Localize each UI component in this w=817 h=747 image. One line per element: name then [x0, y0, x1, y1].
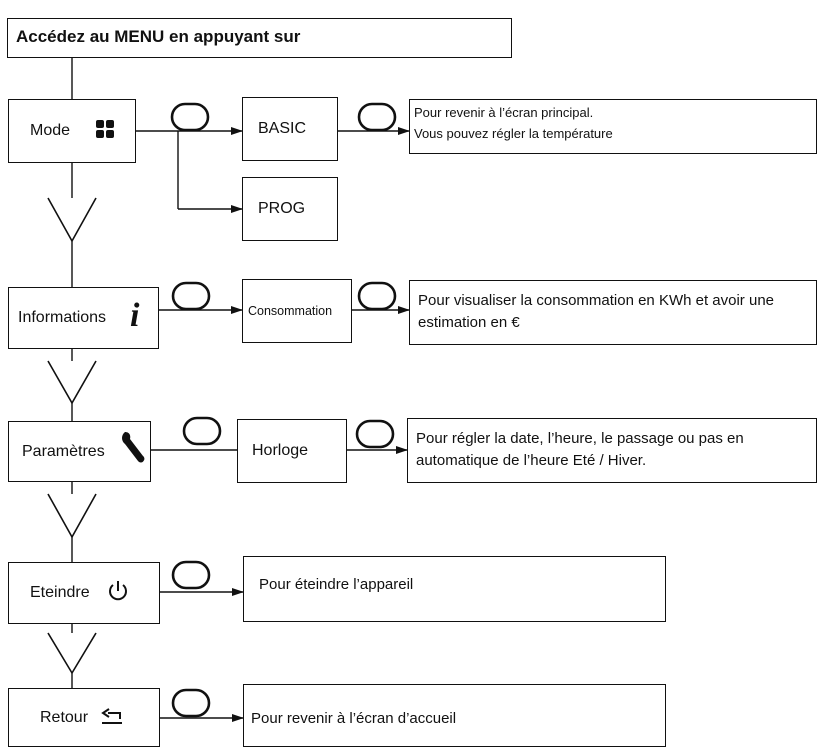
- retour-label: Retour: [40, 709, 89, 726]
- eteindre-description: Pour éteindre l’appareil: [259, 576, 414, 593]
- horloge-label: Horloge: [252, 442, 309, 459]
- parametres-box[interactable]: [8, 421, 151, 482]
- mode-box[interactable]: [8, 99, 136, 163]
- retour-description: Pour revenir à l’écran d’accueil: [251, 710, 457, 727]
- menu-title: Accédez au MENU en appuyant sur: [16, 27, 301, 46]
- basic-description-line2: Vous pouvez régler la température: [414, 126, 613, 141]
- informations-label: Informations: [18, 309, 107, 326]
- eteindre-label: Eteindre: [30, 584, 90, 601]
- basic-description-line1: Pour revenir à l’écran principal.: [414, 105, 594, 120]
- chevron-down-icon: [47, 360, 97, 405]
- basic-box[interactable]: [242, 97, 338, 161]
- parametres-label: Paramètres: [22, 443, 105, 460]
- consommation-label: Consommation: [248, 304, 333, 318]
- chevron-down-icon: [47, 493, 97, 539]
- return-icon: [101, 708, 122, 724]
- prog-label: PROG: [258, 200, 306, 217]
- button-symbol-icon: [171, 281, 211, 311]
- basic-description-box: [409, 99, 817, 154]
- consommation-box[interactable]: [242, 279, 352, 343]
- eteindre-box[interactable]: [8, 562, 160, 624]
- button-symbol-icon: [357, 281, 397, 311]
- button-symbol-icon: [170, 102, 210, 132]
- button-symbol-icon: [357, 102, 397, 132]
- four-squares-icon: [96, 120, 114, 138]
- menu-title-box: [7, 18, 512, 58]
- wrench-icon: [122, 432, 145, 463]
- consommation-description-box: [409, 280, 817, 345]
- horloge-box[interactable]: [237, 419, 347, 483]
- retour-description-box: [243, 684, 666, 747]
- button-symbol-icon: [171, 688, 211, 718]
- mode-label: Mode: [30, 122, 71, 139]
- horloge-description: Pour régler la date, l’heure, le passage…: [416, 430, 744, 469]
- power-icon: [109, 581, 127, 601]
- button-symbol-icon: [182, 416, 222, 446]
- button-symbol-icon: [171, 560, 211, 590]
- informations-box[interactable]: [8, 287, 159, 349]
- consommation-description: Pour visualiser la consommation en KWh e…: [418, 292, 775, 331]
- info-icon: i: [130, 297, 140, 334]
- horloge-description-box: [407, 418, 817, 483]
- eteindre-description-box: [243, 556, 666, 622]
- button-symbol-icon: [355, 419, 395, 449]
- chevron-down-icon: [47, 632, 97, 675]
- chevron-down-icon: [47, 197, 97, 243]
- basic-label: BASIC: [258, 120, 307, 137]
- prog-box[interactable]: [242, 177, 338, 241]
